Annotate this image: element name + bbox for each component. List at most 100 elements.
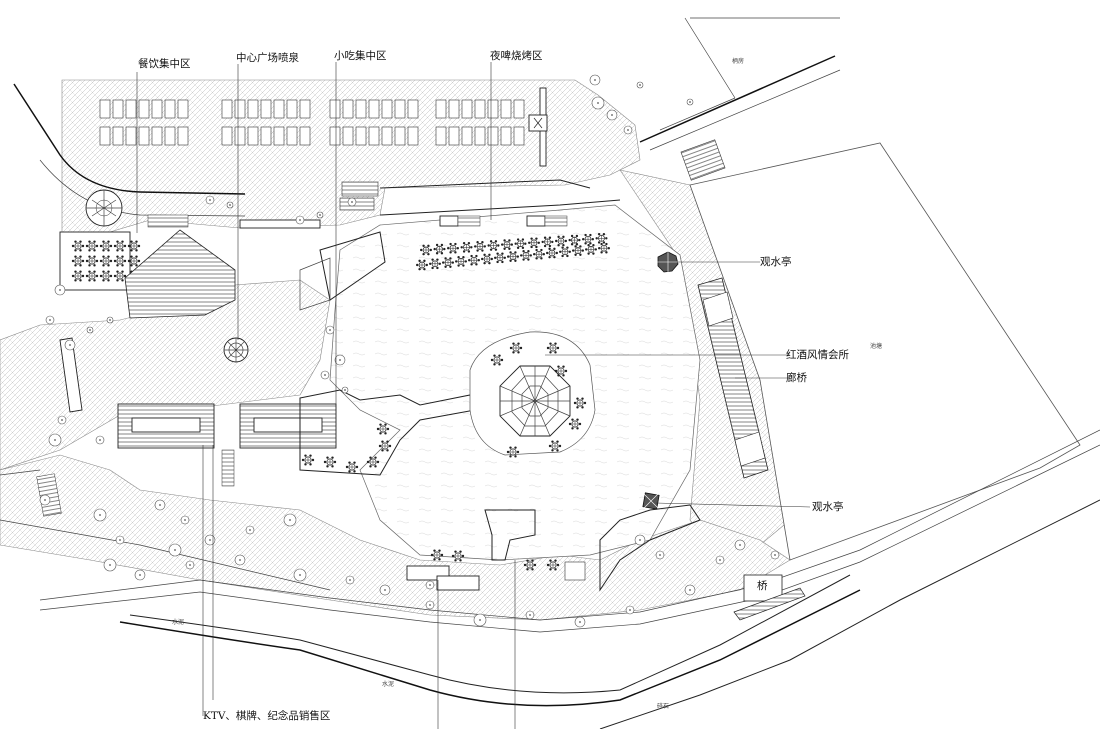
table-set [366,456,380,468]
table-set [554,365,568,377]
tree [574,616,586,628]
parking-stall [355,99,367,119]
table-set [378,440,392,452]
tree [425,600,435,610]
tree [103,558,117,572]
label-bridge: 桥 [757,580,768,592]
table-set [595,232,608,244]
tree [95,435,105,445]
parking-rows [99,99,525,146]
parking-stall [500,126,512,146]
parking-stall [299,99,311,119]
tree [234,554,246,566]
parking-stall [474,99,486,119]
table-set [301,454,315,466]
parking-stall [273,126,285,146]
stairs-top-2 [339,197,375,211]
tree [341,386,349,394]
bbq-tables [416,232,610,271]
parking-stall [151,126,163,146]
pond-outline [689,142,1081,561]
table-set [451,550,465,562]
tree [48,433,62,447]
parking-stall [394,99,406,119]
parking-block [329,99,419,146]
road-north-west [13,83,246,195]
tree [625,605,635,615]
table-set [582,233,594,245]
parking-stall [407,99,419,119]
bridge-deck [733,587,806,621]
table-set [447,242,459,254]
parking-block [435,99,525,146]
label-pavilion-north: 观水亭 [760,255,792,268]
tree [655,550,665,560]
parking-stall [273,99,285,119]
dining-zone [59,189,236,319]
table-set [85,255,99,267]
parking-stall [234,99,246,119]
tree [379,584,391,596]
parking-stall [461,126,473,146]
table-set [99,240,113,252]
tree [185,560,195,570]
table-set [490,354,504,366]
tree [770,550,780,560]
parking-stall [381,99,393,119]
parking-stall [247,99,259,119]
parking-stall [286,126,298,146]
table-set [598,242,610,254]
table-set [474,241,486,252]
tree [347,197,357,207]
parking-stall [234,126,246,146]
parking-stall [151,99,163,119]
parking-stall [407,126,419,146]
tree [623,125,633,135]
table-set [546,559,560,571]
parking-stall [435,99,447,119]
table-set [559,246,571,258]
table-set [442,257,454,268]
parking-stall [435,126,447,146]
tree [325,325,335,335]
tree [204,534,216,546]
parking-stall [299,126,311,146]
table-set [99,255,113,267]
table-set [420,244,432,256]
parking-stall [448,99,460,119]
wine-club [469,331,596,456]
tree [45,315,55,325]
leader-lines [136,62,811,729]
table-set [113,255,127,267]
parking-stall [487,126,499,146]
tree [591,96,605,110]
label-road-a: 水泥 [172,618,184,626]
table-set [568,418,582,430]
tree [293,568,307,582]
table-set [494,252,506,264]
table-set [514,238,527,250]
bench-b [526,215,546,227]
parking-stall [487,99,499,119]
table-set [501,239,513,250]
parking-stall [461,99,473,119]
table-set [127,255,141,267]
parking-stall [125,99,137,119]
table-set [71,255,85,267]
label-pond: 池塘 [870,342,882,350]
parking-stall [342,126,354,146]
table-set [481,253,493,265]
tree [634,534,646,546]
parking-stall [99,99,111,119]
tree [205,195,215,205]
label-corridor-bridge: 廊桥 [786,371,807,384]
table-set [509,342,523,354]
table-set [548,440,562,452]
stairs-top [341,181,379,197]
parking-stall [513,99,525,119]
table-set [523,559,537,571]
paving-south [0,454,791,621]
roads [0,17,1100,729]
label-pump-room: 柄房 [732,57,744,65]
tree [180,515,190,525]
